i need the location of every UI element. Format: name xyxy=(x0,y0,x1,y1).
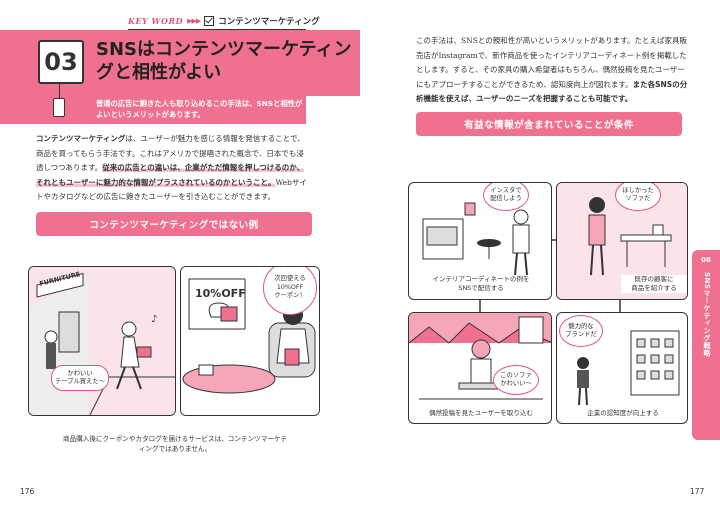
chapter-side-tab xyxy=(692,250,720,440)
page-number-left: 176 xyxy=(20,487,35,496)
illustration-store-panel: ♪ FURNITURE かわいい テーブル買えた〜 xyxy=(28,266,176,416)
left-body-text: コンテンツマーケティングは、ユーザーが魅力を感じる情報を発信することで、商品を買… xyxy=(36,132,311,205)
lead-band xyxy=(0,96,306,124)
right-section-banner: 有益な情報が含まれていることが条件 xyxy=(416,112,682,136)
illustration-user-panel: このソファ かわいい〜 偶然投稿を見たユーザーを取り込む xyxy=(408,312,552,424)
bubble-cute-sofa: このソファ かわいい〜 xyxy=(493,365,539,395)
illustration-post-panel: インスタで 配信しよう インテリアコーディネートの例を SNSで配信する xyxy=(408,182,552,300)
checkbox-icon xyxy=(204,16,215,26)
caption-brand: 企業の認知度が向上する xyxy=(587,409,659,417)
left-illustration-caption: 商品購入後にクーポンやカタログを届けるサービスは、コンテンツマーケティングではあ… xyxy=(62,435,288,453)
caption-customer: 既存の顧客に 商品を紹介する xyxy=(621,275,687,293)
bubble-instagram: インスタで 配信しよう xyxy=(483,183,529,211)
section-lead: 普通の広告に飽きた人も取り込めるこの手法は、SNSと相性がよいというメリットがあ… xyxy=(96,99,303,119)
store-scene-illustration: ♪ xyxy=(29,267,175,415)
keyword-term: コンテンツマーケティング xyxy=(218,17,320,27)
keyword-arrows: ▶▶▶ xyxy=(187,17,201,25)
smartphone-icon xyxy=(53,98,65,117)
user-scene-illustration xyxy=(409,313,551,400)
keyword-underline xyxy=(128,29,306,30)
caption-user: 偶然投稿を見たユーザーを取り込む xyxy=(429,409,533,417)
bubble-brand: 魅力的な ブランドだ xyxy=(559,315,603,347)
bubble-wanted-sofa: ほしかった ソファだ xyxy=(615,183,661,211)
coupon-text: 10%OFF xyxy=(195,287,246,300)
body-text-1: は、ユーザーが魅力を感じる情報を発信することで、商品を買ってもらう手法です。これ… xyxy=(36,134,305,172)
illustration-brand-panel: 魅力的な ブランドだ 企業の認知度が向上する xyxy=(556,312,688,424)
illustration-home-panel: 10%OFF 次回使える 10%OFF クーポン！ xyxy=(180,266,320,416)
page-number-right: 177 xyxy=(690,487,705,496)
right-body-text: この手法は、SNSとの親和性が高いというメリットがあります。たとえば家具販売店が… xyxy=(416,34,688,107)
section-title: SNSはコンテンツマーケティングと相性がよい xyxy=(96,39,352,83)
section-number: 03 xyxy=(38,40,84,84)
chapter-tab-number: 08 xyxy=(701,256,711,264)
chapter-tab-label: SNSマーケティング戦略 xyxy=(703,272,711,357)
left-section-banner: コンテンツマーケティングではない例 xyxy=(36,212,312,236)
svg-text:♪: ♪ xyxy=(151,314,157,325)
caption-post: インテリアコーディネートの例を SNSで配信する xyxy=(432,275,530,292)
keyword-label: KEY WORD xyxy=(128,16,184,26)
right-body-bold: また各SNSの分析機能を使えば、ユーザーのニーズを把握することも可能です。 xyxy=(416,79,688,104)
body-text-2: Webサイトやカタログなどの広告に飽きたユーザーを引き込むことができます。 xyxy=(36,177,307,202)
right-body-main: この手法は、SNSとの親和性が高いというメリットがあります。たとえば家具販売店が… xyxy=(416,36,688,89)
number-connector xyxy=(59,84,60,98)
brand-scene-illustration xyxy=(577,330,680,406)
illustration-customer-panel: ほしかった ソファだ 既存の顧客に 商品を紹介する xyxy=(556,182,688,300)
post-scene-illustration xyxy=(422,202,530,276)
body-bold-term: コンテンツマーケティング xyxy=(36,134,126,143)
bubble-coupon: 次回使える 10%OFF クーポン！ xyxy=(263,267,317,315)
keyword-header: KEY WORD ▶▶▶ コンテンツマーケティング xyxy=(128,14,320,28)
bubble-cute-table: かわいい テーブル買えた〜 xyxy=(51,365,109,391)
panel-connectors xyxy=(479,239,621,312)
